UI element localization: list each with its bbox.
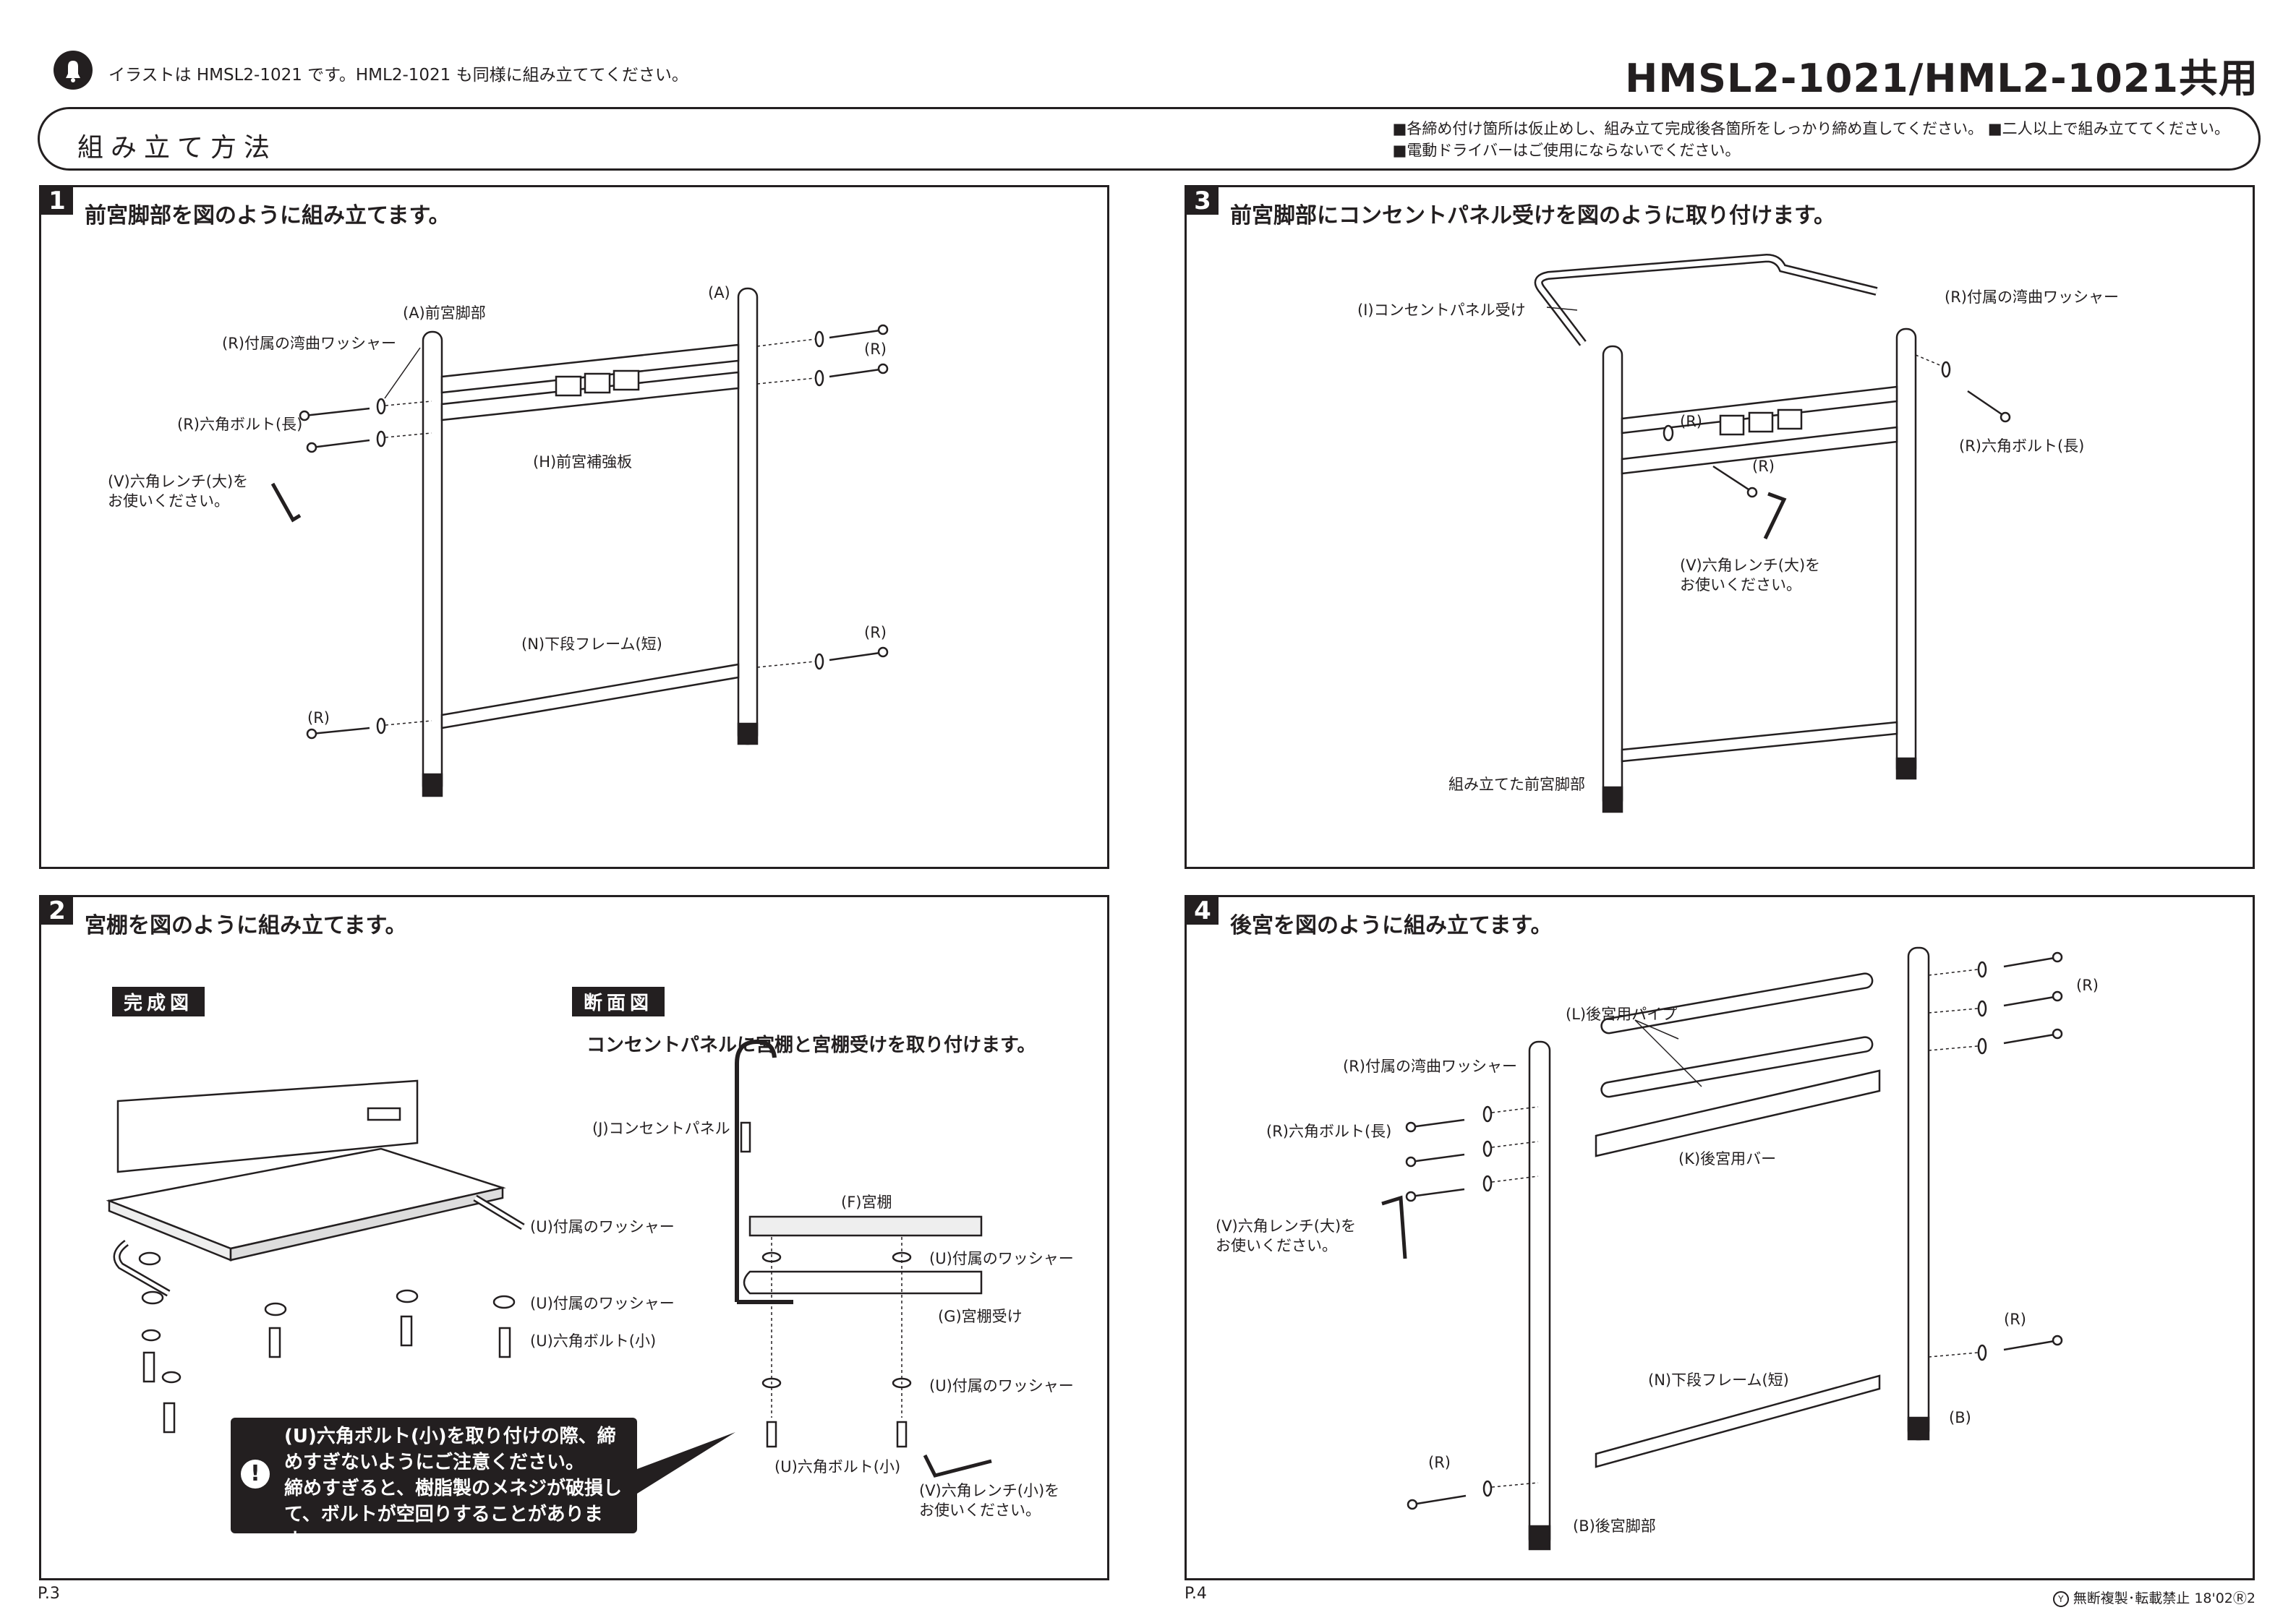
label-r-2: (R) (864, 624, 887, 641)
page-number-right: P.4 (1185, 1585, 1207, 1603)
section-header: 組み立て方法 ■各締め付け箇所は仮止めし、組み立て完成後各箇所をしっかり締め直し… (38, 107, 2261, 171)
label-r-1: (R) (1680, 413, 1702, 430)
model-title: HMSL2-1021/HML2-1021共用 (1625, 56, 2258, 101)
label-r-2: (R) (2004, 1311, 2026, 1328)
label-washer-b: (U)付属のワッシャー (530, 1295, 675, 1312)
label-wrench-line1: (V)六角レンチ(大)を (1216, 1217, 1357, 1235)
label-wrench: (V)六角レンチ(大)を お使いください。 (1680, 556, 1820, 595)
illustration-note: イラストは HMSL2-1021 です。HML2-1021 も同様に組み立ててく… (108, 66, 688, 85)
copyright-icon: Y (2052, 1590, 2069, 1607)
assembly-note-2: ■電動ドライバーはご使用にならないでください。 (1392, 142, 1741, 159)
step-1-panel: 1 前宮脚部を図のように組み立てます。 (A)前宮脚部 (A) (R)付属の湾曲… (39, 185, 1109, 869)
step-2-subtitle: コンセントパネルに宮棚と宮棚受けを取り付けます。 (586, 1035, 1036, 1056)
warning-line-1: (U)六角ボルト(小)を取り付けの際、締 (284, 1426, 616, 1447)
tag-complete-view: 完成図 (112, 987, 205, 1016)
label-washer-c: (U)付属のワッシャー (929, 1250, 1074, 1267)
label-bolt-long: (R)六角ボルト(長) (177, 416, 303, 433)
step-4-panel: 4 後宮を図のように組み立てます。 (L)後宮用パイプ (R) (R)付属の湾曲… (1185, 895, 2255, 1580)
warning-box: ! (U)六角ボルト(小)を取り付けの際、締 めすぎないようにご注意ください。 … (231, 1418, 637, 1551)
step-4-title: 後宮を図のように組み立てます。 (1230, 913, 1553, 938)
exclamation-icon: ! (241, 1460, 270, 1489)
warning-line-3: 締めすぎると、樹脂製のメネジが破損し (284, 1478, 622, 1499)
bell-icon (54, 51, 93, 90)
label-b: (B) (1949, 1409, 1971, 1426)
section-title: 組み立て方法 (77, 133, 278, 163)
label-bolt-small: (U)六角ボルト(小) (530, 1332, 657, 1350)
label-washer-a: (U)付属のワッシャー (530, 1218, 675, 1236)
copyright-text: 無断複製･転載禁止 18'02Ⓡ2 (2073, 1590, 2256, 1606)
step-2-illustration (106, 1039, 992, 1504)
label-wrench-line2: お使いください。 (1216, 1237, 1337, 1254)
label-wrench-line1: (V)六角レンチ(大)を (1680, 557, 1821, 574)
label-wrench-line2: お使いください。 (108, 492, 229, 510)
label-wrench: (V)六角レンチ(大)を お使いください。 (1216, 1217, 1356, 1256)
label-bolt-small-2: (U)六角ボルト(小) (774, 1458, 901, 1476)
label-r-1: (R) (864, 341, 887, 358)
step-1-title: 前宮脚部を図のように組み立てます。 (85, 203, 451, 228)
label-shelf: (F)宮棚 (841, 1194, 892, 1211)
label-wrench: (V)六角レンチ(大)を お使いください。 (108, 472, 248, 511)
warning-text: (U)六角ボルト(小)を取り付けの際、締 めすぎないようにご注意ください。 締め… (284, 1423, 637, 1554)
label-rear-leg: (B)後宮脚部 (1573, 1517, 1656, 1535)
label-a: (A) (708, 284, 730, 301)
label-r-2: (R) (1752, 458, 1775, 475)
step-2-panel: 2 宮棚を図のように組み立てます。 完成図 断面図 コンセントパネルに宮棚と宮棚… (39, 895, 1109, 1580)
label-r-3: (R) (1428, 1454, 1451, 1471)
warning-line-2: めすぎないようにご注意ください。 (284, 1452, 584, 1473)
label-bolt-long: (R)六角ボルト(長) (1959, 437, 2085, 455)
assembly-note-1: ■各締め付け箇所は仮止めし、組み立て完成後各箇所をしっかり締め直してください。 … (1392, 120, 2229, 137)
label-wrench-small-line2: お使いください。 (919, 1502, 1041, 1519)
label-plate: (H)前宮補強板 (533, 453, 633, 471)
label-outlet-panel: (J)コンセントパネル (592, 1120, 730, 1137)
step-4-number: 4 (1187, 897, 1219, 925)
step-3-panel: 3 前宮脚部にコンセントパネル受けを図のように取り付けます。 (I)コンセントパ… (1185, 185, 2255, 869)
label-rear-bar: (K)後宮用バー (1678, 1150, 1777, 1168)
warning-line-4: て、ボルトが空回りすることがあります。 (284, 1504, 603, 1551)
label-lower-frame: (N)下段フレーム(短) (521, 635, 662, 653)
label-wrench-small: (V)六角レンチ(小)を お使いください。 (919, 1481, 1059, 1520)
step-1-illustration (270, 287, 889, 797)
step-1-number: 1 (41, 187, 73, 215)
label-washer: (R)付属の湾曲ワッシャー (1343, 1058, 1517, 1075)
step-2-number: 2 (41, 897, 73, 925)
step-4-illustration (1381, 946, 2063, 1551)
label-washer: (R)付属の湾曲ワッシャー (222, 335, 396, 352)
label-wrench-line1: (V)六角レンチ(大)を (108, 473, 249, 490)
label-bolt-long: (R)六角ボルト(長) (1266, 1123, 1392, 1140)
label-r-3: (R) (307, 709, 330, 727)
label-r-1: (R) (2076, 977, 2099, 994)
label-wrench-small-line1: (V)六角レンチ(小)を (919, 1482, 1060, 1499)
step-3-illustration (1534, 253, 2011, 813)
label-wrench-line2: お使いください。 (1680, 576, 1801, 594)
page-number-left: P.3 (38, 1585, 60, 1603)
label-assembled-leg: 組み立てた前宮脚部 (1448, 776, 1585, 793)
assembly-notes: ■各締め付け箇所は仮止めし、組み立て完成後各箇所をしっかり締め直してください。 … (1393, 118, 2229, 161)
label-washer-d: (U)付属のワッシャー (929, 1377, 1074, 1395)
step-2-title: 宮棚を図のように組み立てます。 (85, 913, 407, 938)
label-washer: (R)付属の湾曲ワッシャー (1945, 288, 2119, 306)
label-shelf-holder: (G)宮棚受け (938, 1308, 1023, 1325)
label-a-leg: (A)前宮脚部 (403, 304, 486, 322)
step-3-number: 3 (1187, 187, 1219, 215)
label-lower-frame: (N)下段フレーム(短) (1648, 1371, 1789, 1389)
copyright-notice: Y 無断複製･転載禁止 18'02Ⓡ2 (2052, 1588, 2256, 1607)
tag-section-view: 断面図 (572, 987, 665, 1016)
label-panel-receiver: (I)コンセントパネル受け (1357, 301, 1526, 319)
label-rear-pipe: (L)後宮用パイプ (1566, 1006, 1678, 1023)
step-3-title: 前宮脚部にコンセントパネル受けを図のように取り付けます。 (1230, 203, 1835, 228)
